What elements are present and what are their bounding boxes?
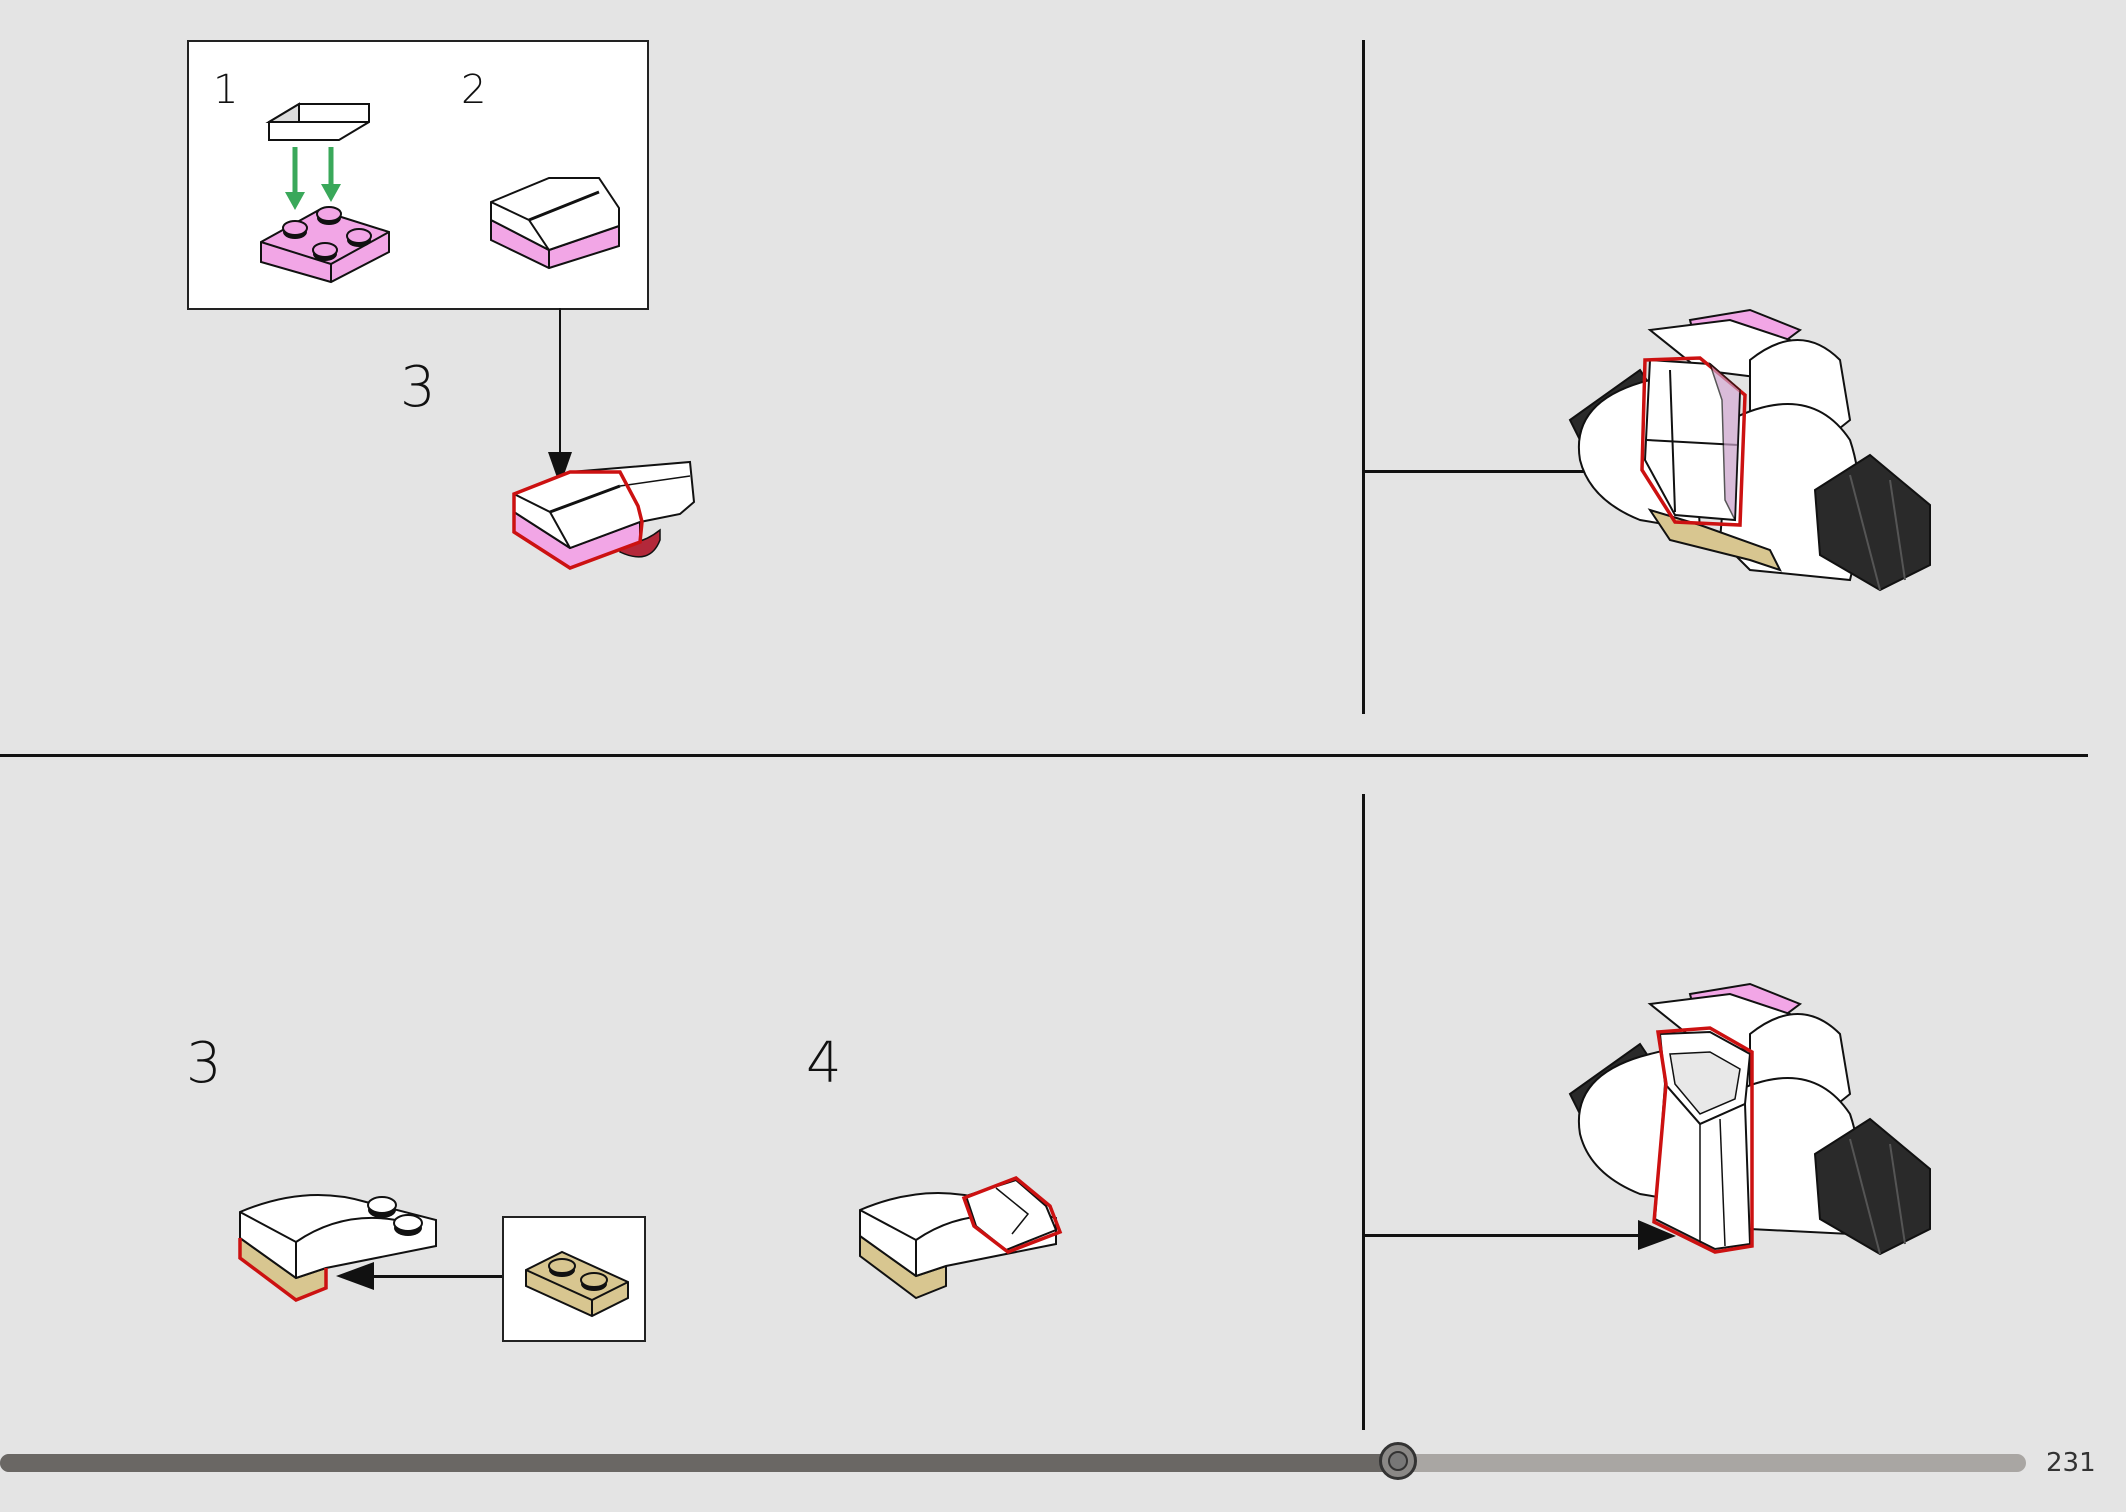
top-right-pointer-line [1362, 470, 1622, 473]
tan-plate-part [525, 1250, 629, 1318]
page-progress-bar [0, 1442, 2026, 1480]
sub-assembly-callout: 1 2 [187, 40, 649, 310]
sub-step-1-illustration [260, 102, 390, 284]
section-divider-horizontal [0, 754, 2088, 757]
step-number-bottom-center: 4 [806, 1031, 842, 1096]
connector-arrowhead-down [548, 452, 572, 486]
step-4-illustration [859, 1176, 1063, 1300]
sub-step-number-1: 1 [213, 67, 239, 113]
bottom-left-pointer-line [360, 1275, 504, 1278]
page-number: 231 [2046, 1448, 2096, 1478]
bottom-right-pointer-arrowhead [1638, 1220, 1676, 1250]
step-3-bottom-illustration [238, 1193, 437, 1302]
section-divider-vertical-top [1362, 40, 1365, 714]
sub-step-2-illustration [490, 177, 620, 270]
page-progress-fill [0, 1454, 1398, 1472]
page-progress-knob-icon [1379, 1442, 1417, 1480]
model-illustration-bottom [1568, 982, 1931, 1256]
sub-step-number-2: 2 [461, 67, 487, 113]
callout-connector-line [559, 308, 561, 458]
bottom-right-pointer-line [1362, 1234, 1654, 1237]
step-3-top-illustration [512, 460, 696, 570]
step-number-bottom-left: 3 [186, 1031, 222, 1096]
part-callout-tan-plate [502, 1216, 646, 1342]
section-divider-vertical-bottom [1362, 794, 1365, 1430]
step-number-top-left: 3 [400, 355, 436, 420]
model-illustration-top [1568, 308, 1931, 592]
bottom-left-pointer-arrowhead [336, 1262, 374, 1290]
